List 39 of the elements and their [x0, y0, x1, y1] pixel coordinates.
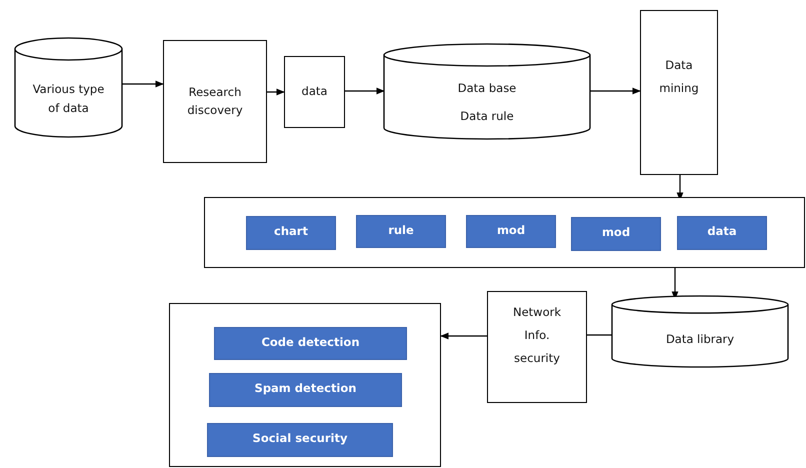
- category-box: [246, 216, 336, 250]
- arrow: [345, 88, 385, 94]
- connector-line: [587, 334, 612, 336]
- process-box: [640, 10, 718, 175]
- category-box: [356, 215, 446, 248]
- node-label: mod: [496, 222, 526, 239]
- process-box: [284, 56, 345, 128]
- database-cylinder: [15, 38, 122, 137]
- group-panel: [169, 303, 441, 467]
- node-label: Data rule: [460, 108, 514, 124]
- node-label: Various type of data: [32, 81, 106, 116]
- group-panel: [204, 197, 805, 268]
- category-box: [207, 423, 393, 457]
- node-label: Network Info. security: [512, 304, 562, 367]
- node-label: chart: [274, 223, 308, 240]
- database-cylinder: [384, 44, 590, 139]
- category-box: [571, 217, 661, 251]
- node-label: mod: [602, 224, 630, 241]
- process-box: [163, 40, 267, 163]
- node-label: data: [302, 83, 328, 100]
- category-box: [209, 373, 402, 407]
- node-label: Data base: [458, 80, 516, 97]
- process-box: [487, 291, 587, 403]
- node-label: Social security: [252, 430, 348, 447]
- node-label: data: [707, 223, 737, 240]
- arrow: [590, 88, 641, 94]
- arrow: [122, 80, 164, 88]
- node-label: Data library: [666, 331, 734, 348]
- node-label: Code detection: [261, 334, 360, 351]
- category-box: [214, 327, 407, 360]
- node-label: Research discovery: [186, 84, 244, 118]
- node-label: rule: [388, 222, 414, 239]
- database-cylinder: [612, 296, 788, 367]
- arrow: [267, 88, 285, 96]
- arrow: [440, 332, 487, 340]
- node-label: Spam detection: [254, 380, 356, 397]
- category-box: [677, 216, 767, 250]
- node-label: Data mining: [658, 57, 700, 97]
- category-box: [466, 215, 556, 248]
